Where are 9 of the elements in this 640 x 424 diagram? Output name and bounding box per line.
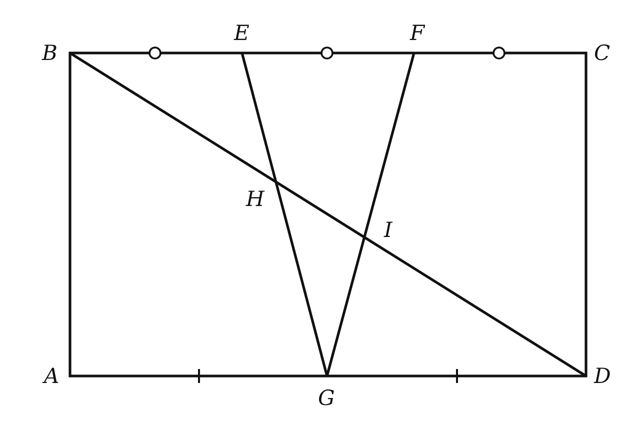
point-label: I bbox=[384, 220, 392, 241]
point-label: F bbox=[410, 23, 425, 44]
point-label: C bbox=[594, 43, 610, 64]
point-label: G bbox=[318, 388, 335, 409]
point-label: B bbox=[42, 43, 58, 64]
point-label: E bbox=[234, 23, 250, 44]
point-label: H bbox=[246, 189, 264, 210]
point-label: A bbox=[44, 366, 60, 387]
point-label: D bbox=[594, 366, 611, 387]
